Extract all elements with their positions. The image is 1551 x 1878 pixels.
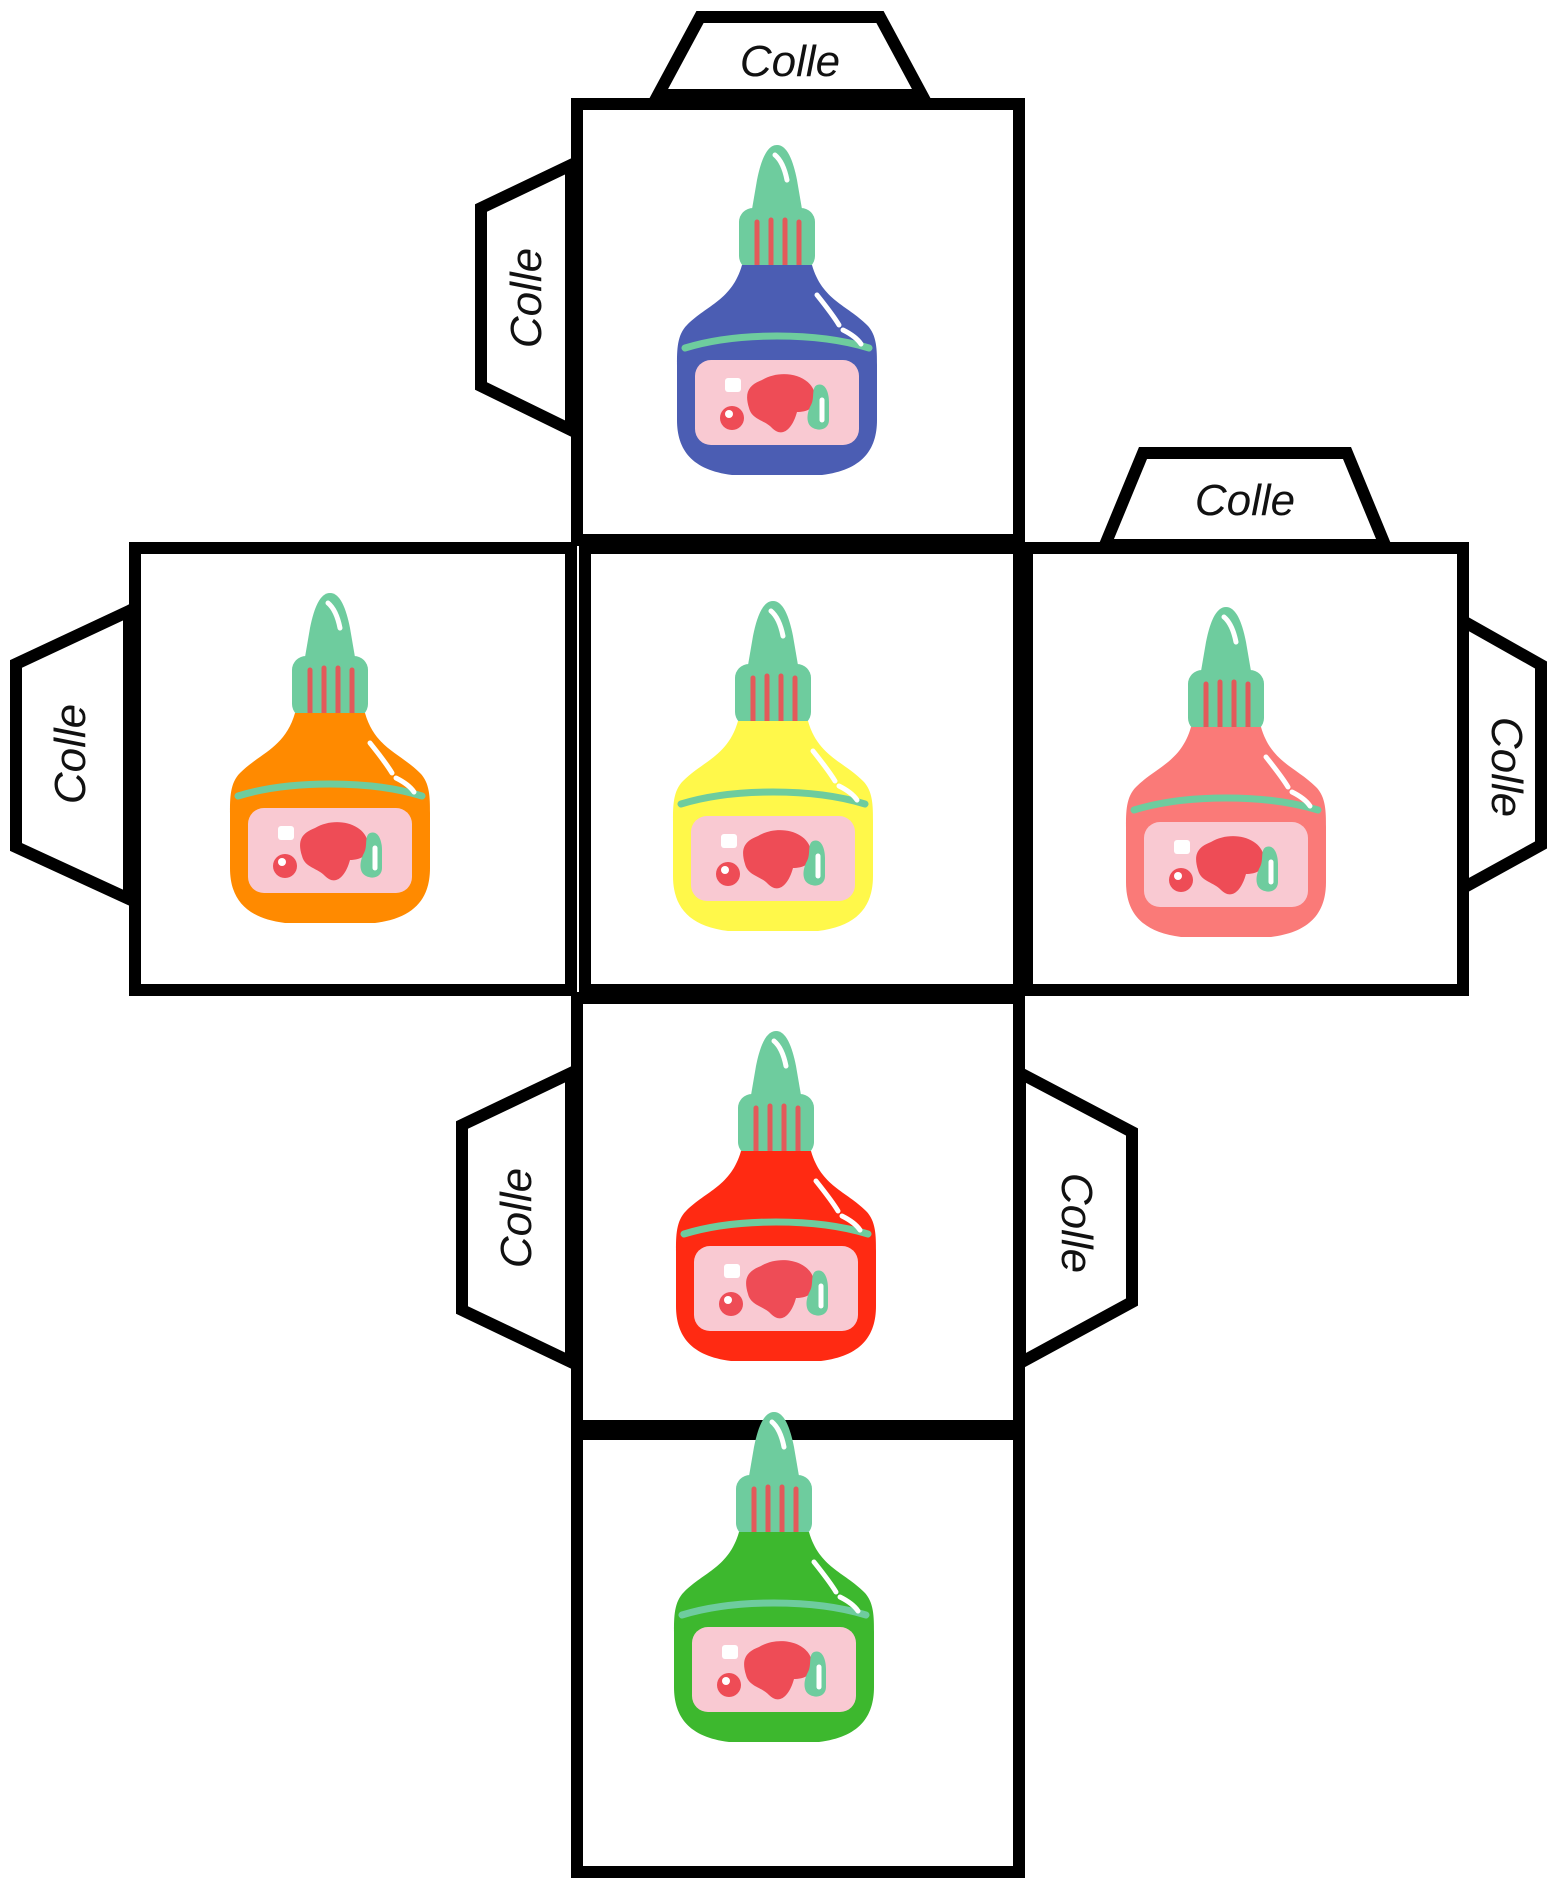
- flap-label: Colle: [1052, 1173, 1101, 1273]
- flap-right: Colle: [1457, 610, 1547, 899]
- flap-label: Colle: [740, 37, 840, 86]
- flap-label: Colle: [1482, 717, 1531, 817]
- flap-lower-right: Colle: [1014, 1063, 1138, 1374]
- flap-left: Colle: [10, 601, 135, 909]
- flap-label: Colle: [1195, 476, 1295, 525]
- flap-lower-left: Colle: [456, 1063, 577, 1372]
- flap-top-left: Colle: [475, 155, 577, 440]
- flap-label: Colle: [492, 1168, 541, 1268]
- flap-top: Colle: [647, 11, 933, 101]
- flap-label: Colle: [502, 248, 551, 348]
- flap-right-top: Colle: [1096, 447, 1394, 551]
- flap-label: Colle: [46, 704, 95, 804]
